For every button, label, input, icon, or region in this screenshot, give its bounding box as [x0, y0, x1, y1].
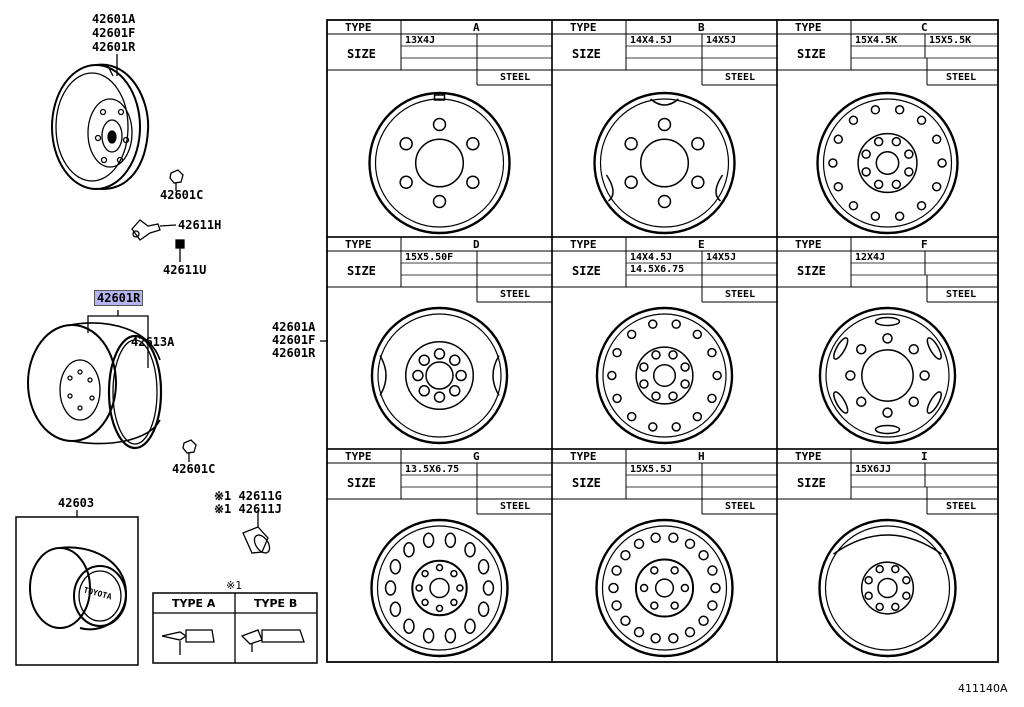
wheel-drawing — [370, 518, 509, 658]
highlighted-part-number[interactable]: 42601R — [93, 290, 144, 306]
part-number-label[interactable]: 42601C — [160, 188, 204, 202]
wheel-drawing — [370, 306, 509, 445]
diagram-code: 411140A — [958, 682, 1008, 695]
size-label: SIZE — [797, 476, 826, 490]
wheel-drawing — [595, 306, 734, 445]
type-label: TYPE — [570, 21, 597, 34]
size-value: 14X5J — [706, 252, 737, 263]
material-label: STEEL — [725, 72, 756, 83]
valve-icon[interactable] — [131, 219, 177, 241]
size-value: 15X5.50F — [405, 252, 454, 263]
part-number-label[interactable]: ※1 42611J — [214, 502, 282, 516]
part-number-label[interactable]: 42601F — [92, 26, 136, 40]
part-number-label[interactable]: 42611U — [163, 263, 207, 277]
type-label: TYPE — [795, 450, 822, 463]
size-label: SIZE — [347, 47, 376, 61]
wheel-drawing — [818, 306, 957, 445]
part-number-label[interactable]: 42601A — [92, 12, 136, 26]
type-label: TYPE — [570, 238, 597, 251]
size-value: 14X5J — [706, 35, 737, 46]
part-number-label[interactable]: ※1 42611G — [214, 489, 282, 503]
material-label: STEEL — [946, 501, 977, 512]
size-value: 15X5.5K — [929, 35, 972, 46]
material-label: STEEL — [500, 72, 531, 83]
part-number-label[interactable]: 42601A — [272, 320, 316, 334]
type-value: A — [473, 21, 480, 34]
type-value: H — [698, 450, 705, 463]
type-b-header: TYPE B — [254, 597, 298, 610]
material-label: STEEL — [946, 72, 977, 83]
type-value: C — [921, 21, 928, 34]
wheel-drawing — [593, 91, 736, 235]
type-label: TYPE — [345, 21, 372, 34]
size-label: SIZE — [572, 476, 601, 490]
size-value: 13X4J — [405, 35, 436, 46]
part-number-label[interactable]: 42601R — [272, 346, 316, 360]
nut-icon[interactable] — [182, 439, 197, 462]
size-label: SIZE — [797, 264, 826, 278]
size-label: SIZE — [797, 47, 826, 61]
type-label: TYPE — [570, 450, 597, 463]
type-value: B — [698, 21, 705, 34]
size-value: 14X4.5J — [630, 252, 673, 263]
size-value: 14.5X6.75 — [630, 264, 685, 275]
wheel-drawing — [816, 91, 959, 235]
type-label: TYPE — [795, 21, 822, 34]
size-value: 13.5X6.75 — [405, 464, 460, 475]
size-value: 15X4.5K — [855, 35, 898, 46]
nut-icon[interactable] — [169, 169, 184, 191]
size-label: SIZE — [347, 476, 376, 490]
part-number-label[interactable]: 42601F — [272, 333, 316, 347]
type-value: D — [473, 238, 480, 251]
valve-types-box[interactable] — [152, 592, 318, 664]
part-number-label[interactable]: 42601C — [172, 462, 216, 476]
size-value: 15X6JJ — [855, 464, 892, 475]
material-label: STEEL — [500, 289, 531, 300]
material-label: STEEL — [500, 501, 531, 512]
wheel-drawing-top[interactable] — [51, 63, 150, 191]
type-label: TYPE — [345, 450, 372, 463]
valve-cap-icon[interactable] — [175, 239, 185, 262]
part-number-label[interactable]: 42601R — [92, 40, 136, 54]
type-value: I — [921, 450, 928, 463]
type-label: TYPE — [795, 238, 822, 251]
size-value: 14X4.5J — [630, 35, 673, 46]
material-label: STEEL — [725, 501, 756, 512]
size-label: SIZE — [572, 264, 601, 278]
wheel-drawing-bottom[interactable] — [27, 322, 163, 450]
material-label: STEEL — [946, 289, 977, 300]
type-a-header: TYPE A — [172, 597, 216, 610]
size-value: 12X4J — [855, 252, 886, 263]
types-note: ※1 — [226, 579, 242, 592]
material-label: STEEL — [725, 289, 756, 300]
part-number-label[interactable]: 42603 — [58, 496, 95, 510]
type-value: F — [921, 238, 928, 251]
hub-cap-box[interactable] — [15, 510, 139, 666]
type-value: E — [698, 238, 705, 251]
valve-stem-icon[interactable] — [242, 510, 273, 556]
type-label: TYPE — [345, 238, 372, 251]
wheel-cell-i[interactable] — [776, 448, 999, 663]
size-value: 15X5.5J — [630, 464, 673, 475]
part-number-label[interactable]: 42611H — [178, 218, 222, 232]
wheel-drawing — [818, 518, 957, 658]
size-label: SIZE — [347, 264, 376, 278]
size-label: SIZE — [572, 47, 601, 61]
type-value: G — [473, 450, 480, 463]
part-number-label[interactable]: 42613A — [131, 335, 175, 349]
wheel-drawing — [595, 518, 734, 658]
wheel-drawing — [368, 91, 511, 235]
